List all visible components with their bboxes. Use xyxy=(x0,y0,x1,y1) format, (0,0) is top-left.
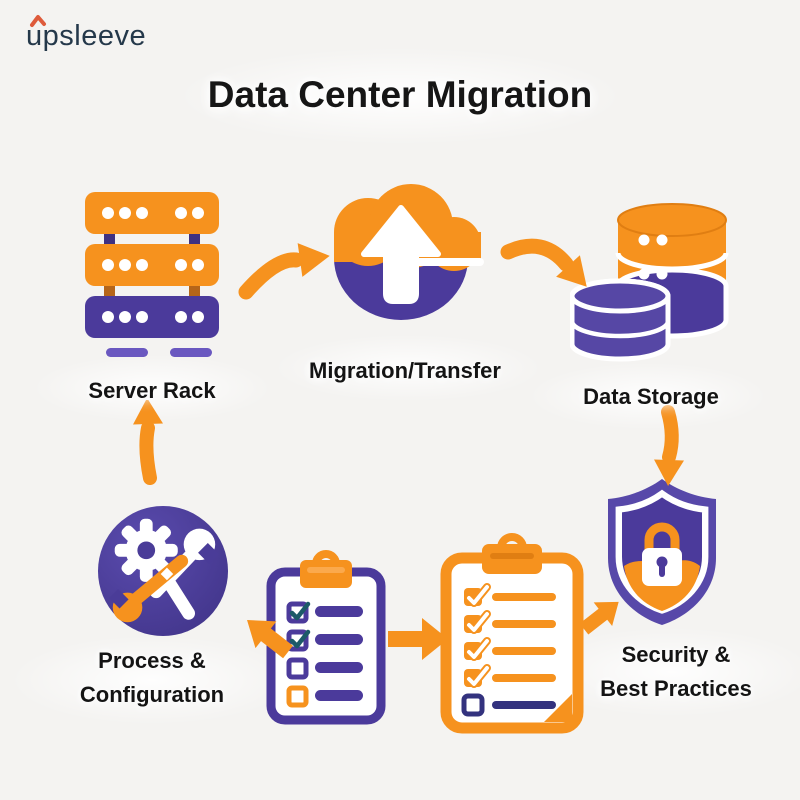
logo-caret-icon xyxy=(30,15,46,27)
cloud-upload-icon xyxy=(334,184,484,320)
page-title: Data Center Migration xyxy=(207,74,593,115)
security-label: Security & Best Practices xyxy=(600,638,752,706)
process-label: Process & Configuration xyxy=(80,644,224,712)
clipboard-checklist-orange-icon xyxy=(440,533,584,734)
security-label-line2: Best Practices xyxy=(600,676,752,701)
arrow-migration-to-data-storage-icon xyxy=(500,238,587,287)
gear-wrench-icon xyxy=(97,505,229,637)
logo-text: upsleeve xyxy=(26,20,147,52)
server-rack-label: Server Rack xyxy=(88,378,216,403)
security-label-line1: Security & xyxy=(621,642,731,667)
shield-lock-icon xyxy=(608,479,716,625)
arrow-checklist-to-security-icon xyxy=(579,601,619,635)
arrow-data-storage-to-security-icon xyxy=(654,405,684,486)
arrow-checklist-to-process-icon xyxy=(247,619,293,659)
database-stack-icon xyxy=(570,203,729,362)
arrow-process-to-server-rack-icon xyxy=(133,400,163,485)
arrow-server-rack-to-migration-icon xyxy=(238,243,330,300)
server-rack-icon xyxy=(85,192,219,357)
migration-label: Migration/Transfer xyxy=(309,358,501,383)
data-storage-label: Data Storage xyxy=(583,384,719,409)
brand-logo: upsleeve xyxy=(26,15,147,53)
arrow-checklist-to-checklist-icon xyxy=(388,618,448,660)
process-label-line2: Configuration xyxy=(79,682,225,707)
process-label-line1: Process & xyxy=(98,648,206,673)
